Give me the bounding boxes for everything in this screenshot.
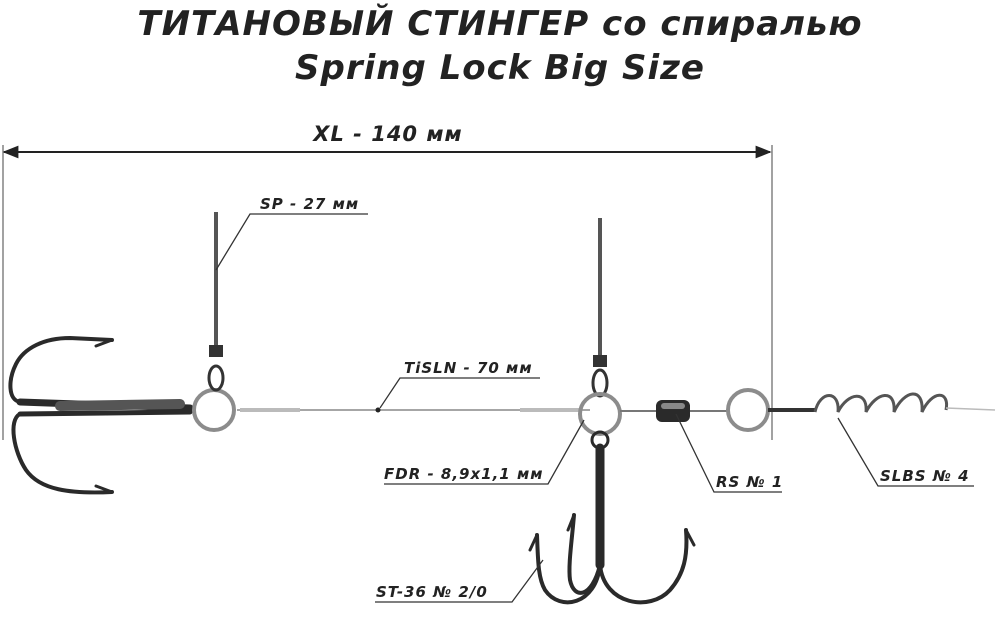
spring-lock xyxy=(768,392,996,413)
overall-dimension: XL - 140 мм xyxy=(2,122,773,440)
left-treble-hook xyxy=(8,335,194,495)
right-split-ring xyxy=(726,388,770,432)
tisln-label: TiSLN - 70 мм xyxy=(404,359,533,377)
slbs-label: SLBS № 4 xyxy=(880,467,970,485)
st-label: ST-36 № 2/0 xyxy=(376,583,488,601)
left-sp-pin xyxy=(207,212,225,392)
fdr-label: FDR - 8,9x1,1 мм xyxy=(384,465,543,483)
rolling-swivel xyxy=(620,400,730,422)
bottom-treble-hook xyxy=(528,430,696,605)
rs-label: RS № 1 xyxy=(716,473,783,491)
center-assembly xyxy=(578,218,622,436)
sp-label: SP - 27 мм xyxy=(260,195,359,213)
callout-lines xyxy=(215,213,974,603)
overall-length-label: XL - 140 мм xyxy=(311,122,462,146)
title-line-1: ТИТАНОВЫЙ СТИНГЕР со спиралью xyxy=(137,4,863,44)
left-split-ring xyxy=(192,388,236,432)
title-line-2: Spring Lock Big Size xyxy=(295,48,705,88)
titanium-leader xyxy=(237,407,590,413)
fdr-split-ring xyxy=(578,392,622,436)
